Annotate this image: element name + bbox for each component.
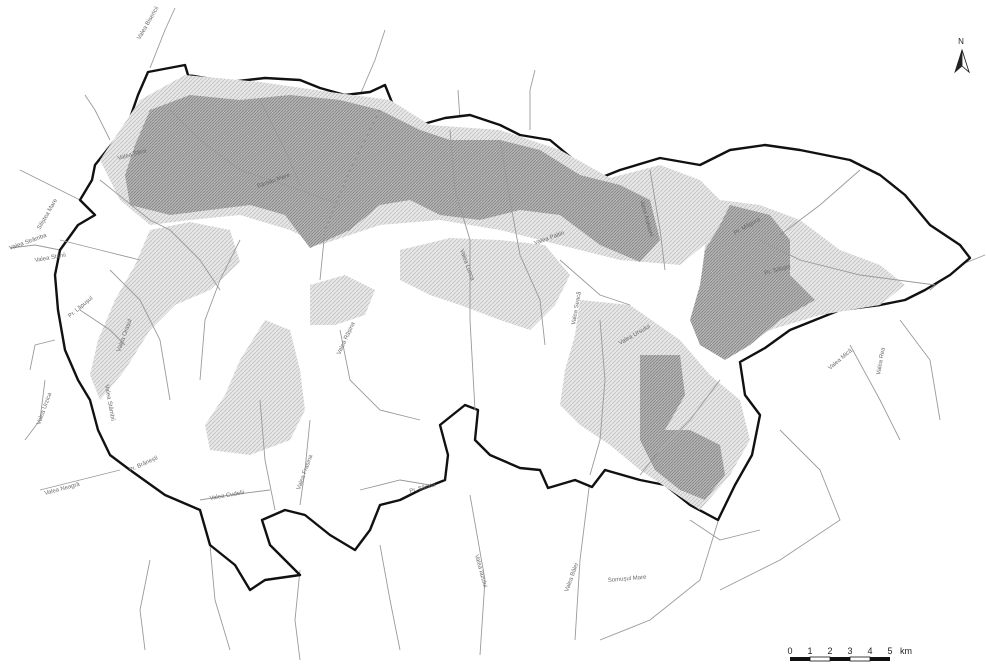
river-label: Valea Neagră — [44, 482, 81, 497]
outer-rivers — [9, 7, 986, 661]
scale-tick-label: 5 — [887, 646, 892, 656]
river-label: Valea Mică — [827, 348, 854, 372]
scale-unit: km — [900, 646, 912, 656]
dark-relief-east — [690, 205, 815, 360]
scale-tick-label: 2 — [827, 646, 832, 656]
river-label: Valea Bâlei — [564, 563, 580, 593]
river-label: Siliștea Mare — [37, 197, 60, 231]
river-label: Valea Strâmba — [9, 233, 49, 252]
north-label: N — [958, 37, 964, 46]
light-relief-west — [90, 222, 240, 400]
river-label: Valea Stânii — [34, 253, 66, 264]
inner-rivers — [59, 99, 936, 511]
river-label: Valea Iazului — [473, 554, 488, 588]
scale-tick-label: 0 — [787, 646, 792, 656]
relief-shading — [90, 75, 905, 510]
scale-tick-label: 4 — [867, 646, 872, 656]
north-arrow: N — [954, 37, 970, 74]
river-label: Valea Bisericii — [137, 6, 161, 41]
light-relief-center-2 — [400, 238, 570, 330]
scale-tick-label: 3 — [847, 646, 852, 656]
dark-relief-north — [125, 95, 660, 262]
light-relief-center — [310, 275, 375, 325]
light-relief-center-west — [205, 320, 305, 455]
scale-tick-label: 1 — [807, 646, 812, 656]
dark-relief-south-east — [640, 355, 725, 500]
river-label: Valea Seacă — [571, 291, 583, 326]
river-label: Valea Urzica — [36, 391, 53, 425]
river-label: Valea Rea — [876, 346, 887, 375]
river-label: Somușul Mare — [608, 575, 648, 584]
river-label: Valea Cudelii — [209, 490, 244, 502]
scale-bar: 0 1 2 3 4 5 km — [787, 646, 912, 662]
